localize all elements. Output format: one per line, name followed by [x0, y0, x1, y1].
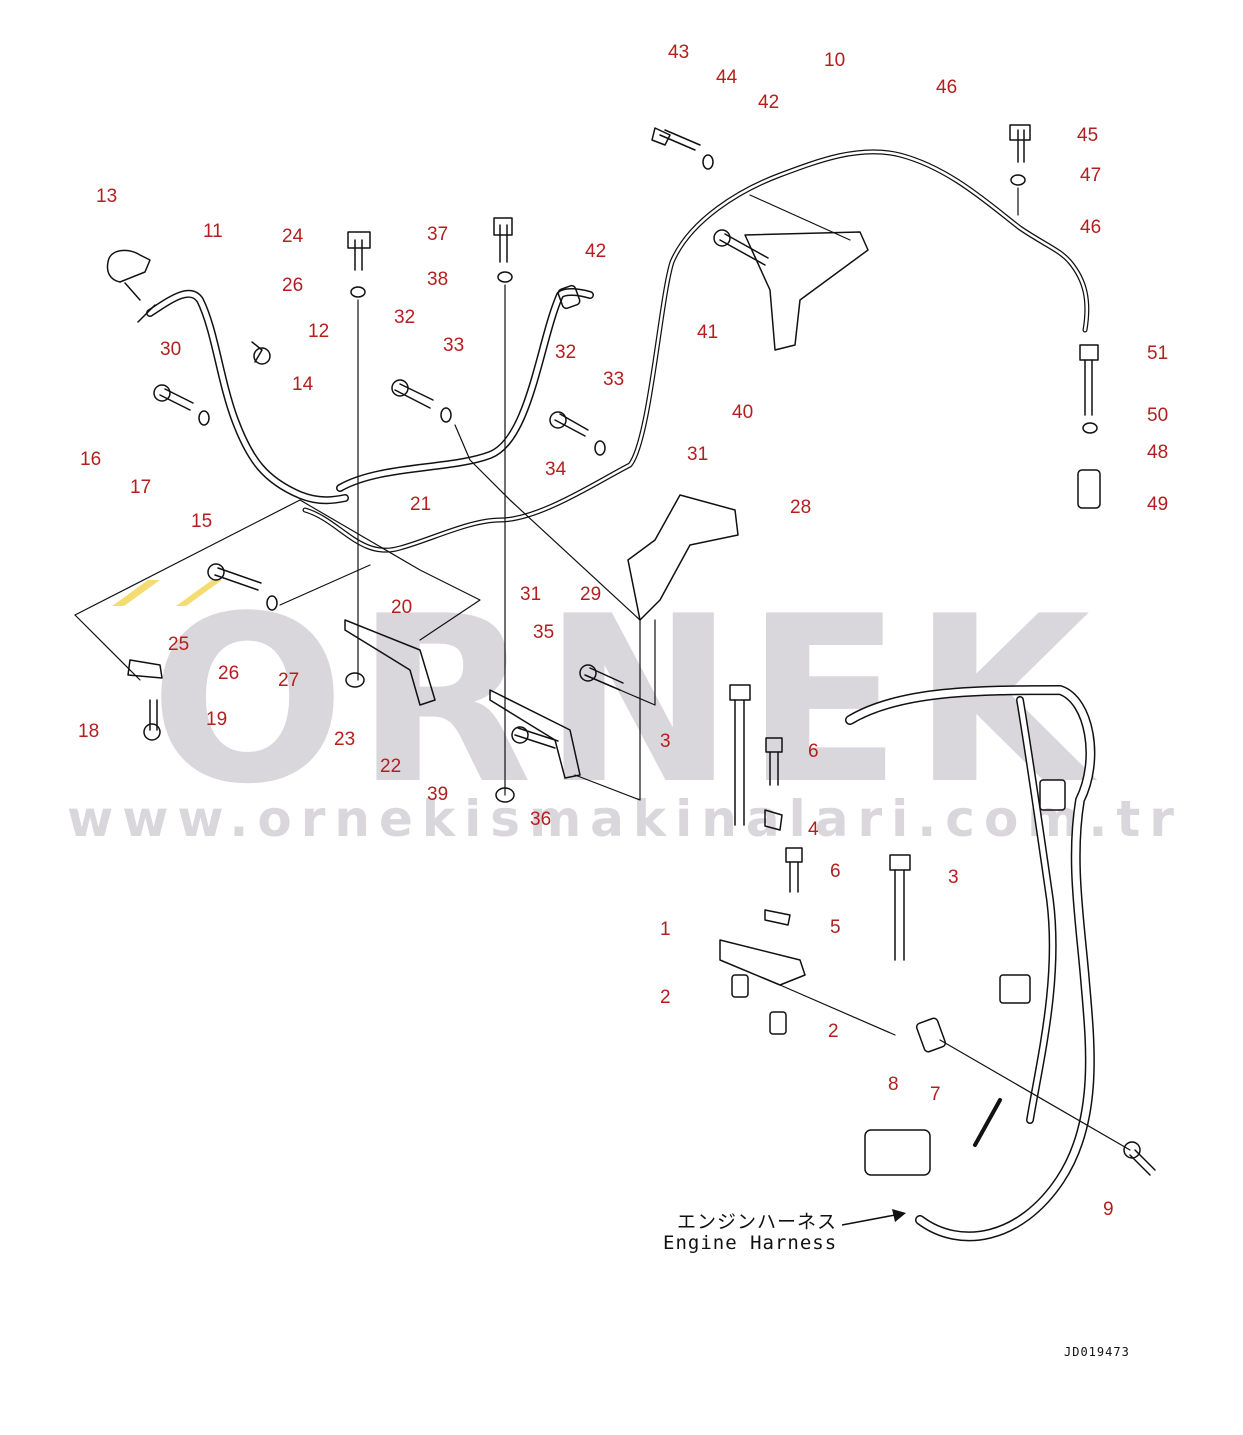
- drawing-code: JD019473: [1064, 1345, 1130, 1359]
- callout-number: 31: [687, 444, 709, 465]
- brackets: [127, 231, 869, 1035]
- callout-number: 5: [830, 917, 841, 938]
- callout-number: 50: [1147, 405, 1169, 426]
- callout-number: 49: [1147, 494, 1169, 515]
- callout-number: 33: [443, 335, 465, 356]
- callout-number: 11: [203, 221, 223, 242]
- callout-number: 6: [830, 861, 841, 882]
- callout-number: 30: [160, 339, 182, 360]
- callout-number: 29: [580, 584, 602, 605]
- callout-number: 13: [96, 186, 118, 207]
- callout-number: 14: [292, 374, 314, 395]
- callout-number: 22: [380, 756, 402, 777]
- callout-number: 18: [78, 721, 100, 742]
- wire-harness-11: [146, 284, 594, 505]
- callout-number: 33: [603, 369, 625, 390]
- callout-number: 26: [218, 663, 240, 684]
- callout-number: 17: [130, 477, 152, 498]
- callout-number: 48: [1147, 442, 1169, 463]
- callout-number: 51: [1147, 343, 1169, 364]
- caption-japanese: エンジンハーネス: [677, 1211, 838, 1233]
- bolts: [143, 124, 1156, 1176]
- callout-number: 19: [206, 709, 228, 730]
- callout-number: 42: [585, 241, 607, 262]
- callout-number: 43: [668, 42, 690, 63]
- callout-number: 35: [533, 622, 555, 643]
- callout-number: 28: [790, 497, 812, 518]
- callout-number: 2: [660, 987, 671, 1008]
- callout-number: 39: [427, 784, 449, 805]
- callout-number: 3: [948, 867, 959, 888]
- callout-number: 6: [808, 741, 819, 762]
- callout-number: 36: [530, 809, 552, 830]
- callout-number: 34: [545, 459, 567, 480]
- callout-number: 31: [520, 584, 542, 605]
- callout-number: 41: [697, 322, 719, 343]
- terminal-12: [251, 341, 271, 365]
- callout-number: 32: [394, 307, 416, 328]
- callout-number: 25: [168, 634, 190, 655]
- callout-number: 21: [410, 494, 432, 515]
- callout-number: 20: [391, 597, 413, 618]
- callout-number: 42: [758, 92, 780, 113]
- callout-number: 9: [1103, 1199, 1114, 1220]
- callout-number: 38: [427, 269, 449, 290]
- engine-harness: [845, 685, 1096, 1242]
- callout-number: 46: [936, 77, 958, 98]
- callout-number: 26: [282, 275, 304, 296]
- callout-number: 10: [824, 50, 846, 71]
- watermark-url: www.ornekismakinalari.com.tr: [67, 790, 1183, 848]
- leader-lines: [74, 187, 1131, 1151]
- callout-number: 16: [80, 449, 102, 470]
- callout-number: 40: [732, 402, 754, 423]
- callout-number: 12: [308, 321, 330, 342]
- callout-number: 7: [930, 1084, 941, 1105]
- caption-english: Engine Harness: [663, 1232, 838, 1254]
- callout-number: 45: [1077, 125, 1099, 146]
- callout-number: 4: [808, 819, 819, 840]
- callout-number: 15: [191, 511, 213, 532]
- callout-number: 1: [660, 919, 671, 940]
- callout-number: 32: [555, 342, 577, 363]
- callout-number: 3: [660, 731, 671, 752]
- caption-arrow-icon: [841, 1209, 906, 1226]
- callout-number: 47: [1080, 165, 1102, 186]
- callout-number: 24: [282, 226, 304, 247]
- callout-number: 2: [828, 1021, 839, 1042]
- wire-harness-10: [302, 149, 1090, 553]
- terminal-13: [106, 249, 156, 323]
- callout-number: 46: [1080, 217, 1102, 238]
- callout-number: 44: [716, 67, 738, 88]
- callout-number: 27: [278, 670, 300, 691]
- callout-number: 23: [334, 729, 356, 750]
- callout-number: 37: [427, 224, 449, 245]
- callout-number: 8: [888, 1074, 899, 1095]
